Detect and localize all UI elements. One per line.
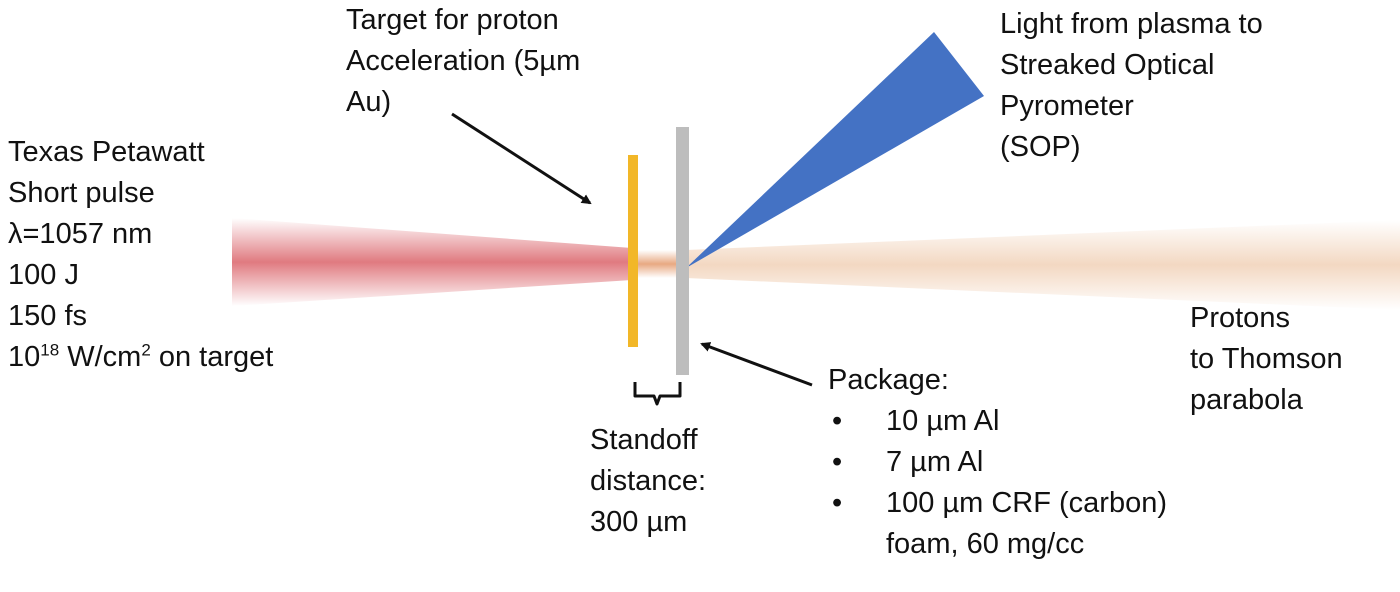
package-item-3: 100 µm CRF (carbon) xyxy=(886,487,1168,519)
package-title: Package: xyxy=(828,364,949,396)
bullet-1: • xyxy=(832,405,843,437)
sop-line-1: Light from plasma to xyxy=(1000,8,1263,40)
laser-intensity: 1018 W/cm2 on target xyxy=(8,337,273,378)
intensity-exponent: 18 xyxy=(40,340,60,360)
target-line-3: Au) xyxy=(346,86,392,118)
sop-label: Light from plasma to Streaked Optical Py… xyxy=(1000,4,1263,168)
protons-label: Protons to Thomson parabola xyxy=(1190,298,1343,421)
package-item-1: 10 µm Al xyxy=(886,405,1000,437)
standoff-line-1: Standoff xyxy=(590,424,698,456)
standoff-line-3: 300 µm xyxy=(590,506,688,538)
bullet-3: • xyxy=(832,487,843,519)
gold-target-foil xyxy=(628,155,638,347)
bullet-2: • xyxy=(832,446,843,478)
intensity-suffix: on target xyxy=(150,341,274,373)
standoff-gap-glow xyxy=(632,250,678,278)
laser-line-4: 100 J xyxy=(8,259,79,291)
intensity-base: 10 xyxy=(8,341,41,373)
target-arrow xyxy=(451,112,592,205)
package-label: Package: • 10 µm Al • 7 µm Al • 100 µm CRF … xyxy=(828,360,1167,565)
laser-line-3: λ=1057 nm xyxy=(8,218,153,250)
laser-line-2: Short pulse xyxy=(8,177,155,209)
package-foil xyxy=(676,127,689,375)
laser-line-1: Texas Petawatt xyxy=(8,136,205,168)
package-item: • 100 µm CRF (carbon) xyxy=(828,483,1167,524)
target-line-2: Acceleration (5µm xyxy=(346,45,581,77)
laser-parameters: Texas Petawatt Short pulse λ=1057 nm 100… xyxy=(8,132,273,378)
sop-line-2: Streaked Optical xyxy=(1000,49,1215,81)
package-item: • 7 µm Al xyxy=(828,442,1167,483)
standoff-brace xyxy=(633,382,682,406)
protons-line-3: parabola xyxy=(1190,384,1303,416)
sop-line-3: Pyrometer xyxy=(1000,90,1134,122)
laser-line-5: 150 fs xyxy=(8,300,87,332)
package-item: • 10 µm Al xyxy=(828,401,1167,442)
intensity-unit-exponent: 2 xyxy=(141,340,151,360)
package-item-3-continuation: foam, 60 mg/cc xyxy=(886,528,1085,560)
target-line-1: Target for proton xyxy=(346,4,559,36)
sop-line-4: (SOP) xyxy=(1000,131,1081,163)
proton-beam xyxy=(686,220,1400,310)
target-label: Target for proton Acceleration (5µm Au) xyxy=(346,0,580,123)
protons-line-1: Protons xyxy=(1190,302,1290,334)
standoff-label: Standoff distance: 300 µm xyxy=(590,420,706,543)
sop-light-cone xyxy=(686,32,984,268)
intensity-unit: W/cm xyxy=(59,341,142,373)
package-arrow xyxy=(700,342,813,387)
standoff-line-2: distance: xyxy=(590,465,707,497)
package-item-2: 7 µm Al xyxy=(886,446,984,478)
protons-line-2: to Thomson xyxy=(1190,343,1343,375)
laser-beam xyxy=(232,218,632,306)
